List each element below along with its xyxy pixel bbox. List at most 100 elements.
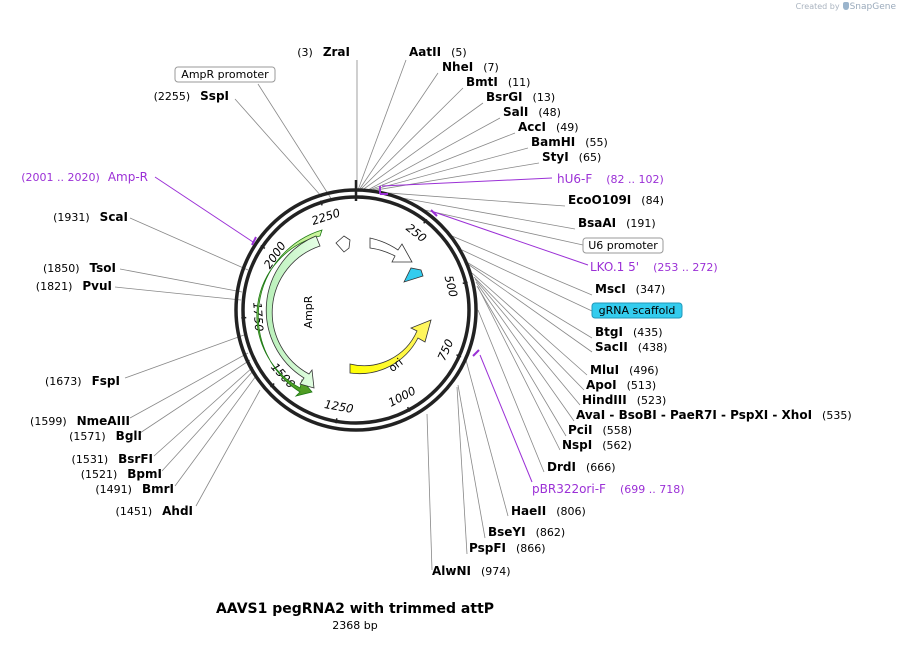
tick-label: 750 xyxy=(435,337,457,363)
site-position: (347) xyxy=(636,283,666,296)
tick-mark xyxy=(462,281,468,285)
grna-scaffold-box: gRNA scaffold xyxy=(591,302,683,319)
site-name: PvuI xyxy=(82,279,112,293)
site-position: (1491) xyxy=(95,483,132,496)
site-alwni: AlwNI(974) xyxy=(432,564,511,578)
leader-bsrgi xyxy=(360,102,484,192)
site-position: (48) xyxy=(538,106,561,119)
site-name: EcoO109I xyxy=(568,193,631,207)
site-name: StyI xyxy=(542,150,569,164)
leader-bpmi xyxy=(161,369,255,472)
lko1-mark xyxy=(430,209,438,217)
tick-label: 1250 xyxy=(323,397,354,416)
site-mlui: MluI (496) xyxy=(590,363,659,377)
site-position: (5) xyxy=(451,46,467,59)
site-name: BamHI xyxy=(531,135,575,149)
site-styi: StyI(65) xyxy=(542,150,601,164)
primer-pbr322ori-f: pBR322ori-F (699 .. 718) xyxy=(532,482,685,496)
site-sali: SalI (48) xyxy=(503,105,561,119)
site-msci: MscI (347) xyxy=(595,282,665,296)
leader-hu6-f xyxy=(381,177,553,187)
primer-range: (699 .. 718) xyxy=(620,483,685,496)
site-name: BtgI xyxy=(595,325,623,339)
u6-promoter-box: U6 promoter xyxy=(582,237,664,254)
site-name: BglI xyxy=(116,429,142,443)
tick-mark xyxy=(269,382,275,388)
primer-range: (253 .. 272) xyxy=(653,261,718,274)
features xyxy=(256,229,432,397)
tick-mark xyxy=(335,418,338,424)
site-position: (866) xyxy=(516,542,546,555)
site-name: MluI xyxy=(590,363,619,377)
site-position: (55) xyxy=(585,136,608,149)
site-position: (562) xyxy=(602,439,632,452)
pbr322ori-f-mark xyxy=(472,349,480,357)
leader-pbr322ori-f xyxy=(479,354,533,483)
leader-msci xyxy=(451,235,593,296)
site-position: (862) xyxy=(536,526,566,539)
site-position: (2255) xyxy=(154,90,191,103)
leader-nmeaiii xyxy=(129,352,249,419)
primer-amp-r: (2001 .. 2020)Amp-R xyxy=(21,170,148,184)
ampr-promoter-box: AmpR promoter xyxy=(174,66,276,83)
primer-range: (2001 .. 2020) xyxy=(21,171,100,184)
primer-labels: hU6-F(82 .. 102) LKO.1 5' (253 .. 272) pBR3… xyxy=(21,170,717,496)
site-position: (13) xyxy=(533,91,556,104)
site-tsoi: (1850)TsoI xyxy=(43,261,116,275)
leader-sacii xyxy=(464,261,593,353)
site-name: BmtI xyxy=(466,75,498,89)
site-pcii: PciI(558) xyxy=(568,423,632,437)
site-position: (11) xyxy=(508,76,531,89)
site-position: (84) xyxy=(641,194,664,207)
site-name: AvaI - BsoBI - PaeR7I - PspXI - XhoI xyxy=(576,408,812,422)
leader-ecoo109i xyxy=(374,191,566,207)
site-fspi: (1673)FspI xyxy=(45,374,120,388)
primer-hu6-f: hU6-F(82 .. 102) xyxy=(557,172,664,186)
primer-range: (82 .. 102) xyxy=(606,173,664,186)
primer-name: LKO.1 5' xyxy=(590,260,639,274)
primer-name: pBR322ori-F xyxy=(532,482,606,496)
leader-pspfi xyxy=(456,386,468,555)
site-bsrfi: (1531)BsrFI xyxy=(72,452,153,466)
leader-aatii xyxy=(357,59,407,191)
leader-ahdi xyxy=(195,389,261,507)
site-haeii: HaeII(806) xyxy=(511,504,586,518)
watermark-prefix: Created by xyxy=(795,2,840,11)
site-bmti: BmtI (11) xyxy=(466,75,530,89)
site-position: (1571) xyxy=(69,430,106,443)
site-zrai: (3)ZraI xyxy=(297,45,350,59)
ampr-promoter-arrow xyxy=(335,235,351,253)
site-name: MscI xyxy=(595,282,626,296)
tick-mark xyxy=(456,354,462,358)
leader-fspi xyxy=(124,334,245,379)
site-name: SalI xyxy=(503,105,528,119)
site-ecoo109i: EcoO109I (84) xyxy=(568,193,664,207)
site-name: ScaI xyxy=(100,210,128,224)
site-name: SacII xyxy=(595,340,628,354)
site-name: DrdI xyxy=(547,460,576,474)
site-position: (535) xyxy=(822,409,852,422)
site-name: BsrFI xyxy=(118,452,153,466)
site-name: BsrGI xyxy=(486,90,523,104)
leader-sspi xyxy=(234,98,323,198)
site-apoi: ApoI(513) xyxy=(586,378,656,392)
tick-label: 2250 xyxy=(310,206,342,228)
site-nspi: NspI(562) xyxy=(562,438,632,452)
tick-mark xyxy=(406,406,411,412)
site-position: (1599) xyxy=(30,415,67,428)
site-position: (7) xyxy=(483,61,499,74)
site-name: PspFI xyxy=(469,541,506,555)
site-nhei: NheI(7) xyxy=(442,60,499,74)
site-bpmi: (1521)BpmI xyxy=(81,467,162,481)
ori-feature xyxy=(349,319,432,374)
leader-nspi xyxy=(477,286,561,451)
u6-promoter-label: U6 promoter xyxy=(588,239,658,252)
primer-lko-1-5: LKO.1 5' (253 .. 272) xyxy=(590,260,718,274)
site-position: (496) xyxy=(629,364,659,377)
site-avai-bsobi-paer7i-pspxi-xhoi: AvaI - BsoBI - PaeR7I - PspXI - XhoI (535… xyxy=(576,408,852,422)
site-acci: AccI(49) xyxy=(518,120,579,134)
site-name: AlwNI xyxy=(432,564,471,578)
site-name: BsaAI xyxy=(578,216,616,230)
leader-scai xyxy=(129,217,249,271)
